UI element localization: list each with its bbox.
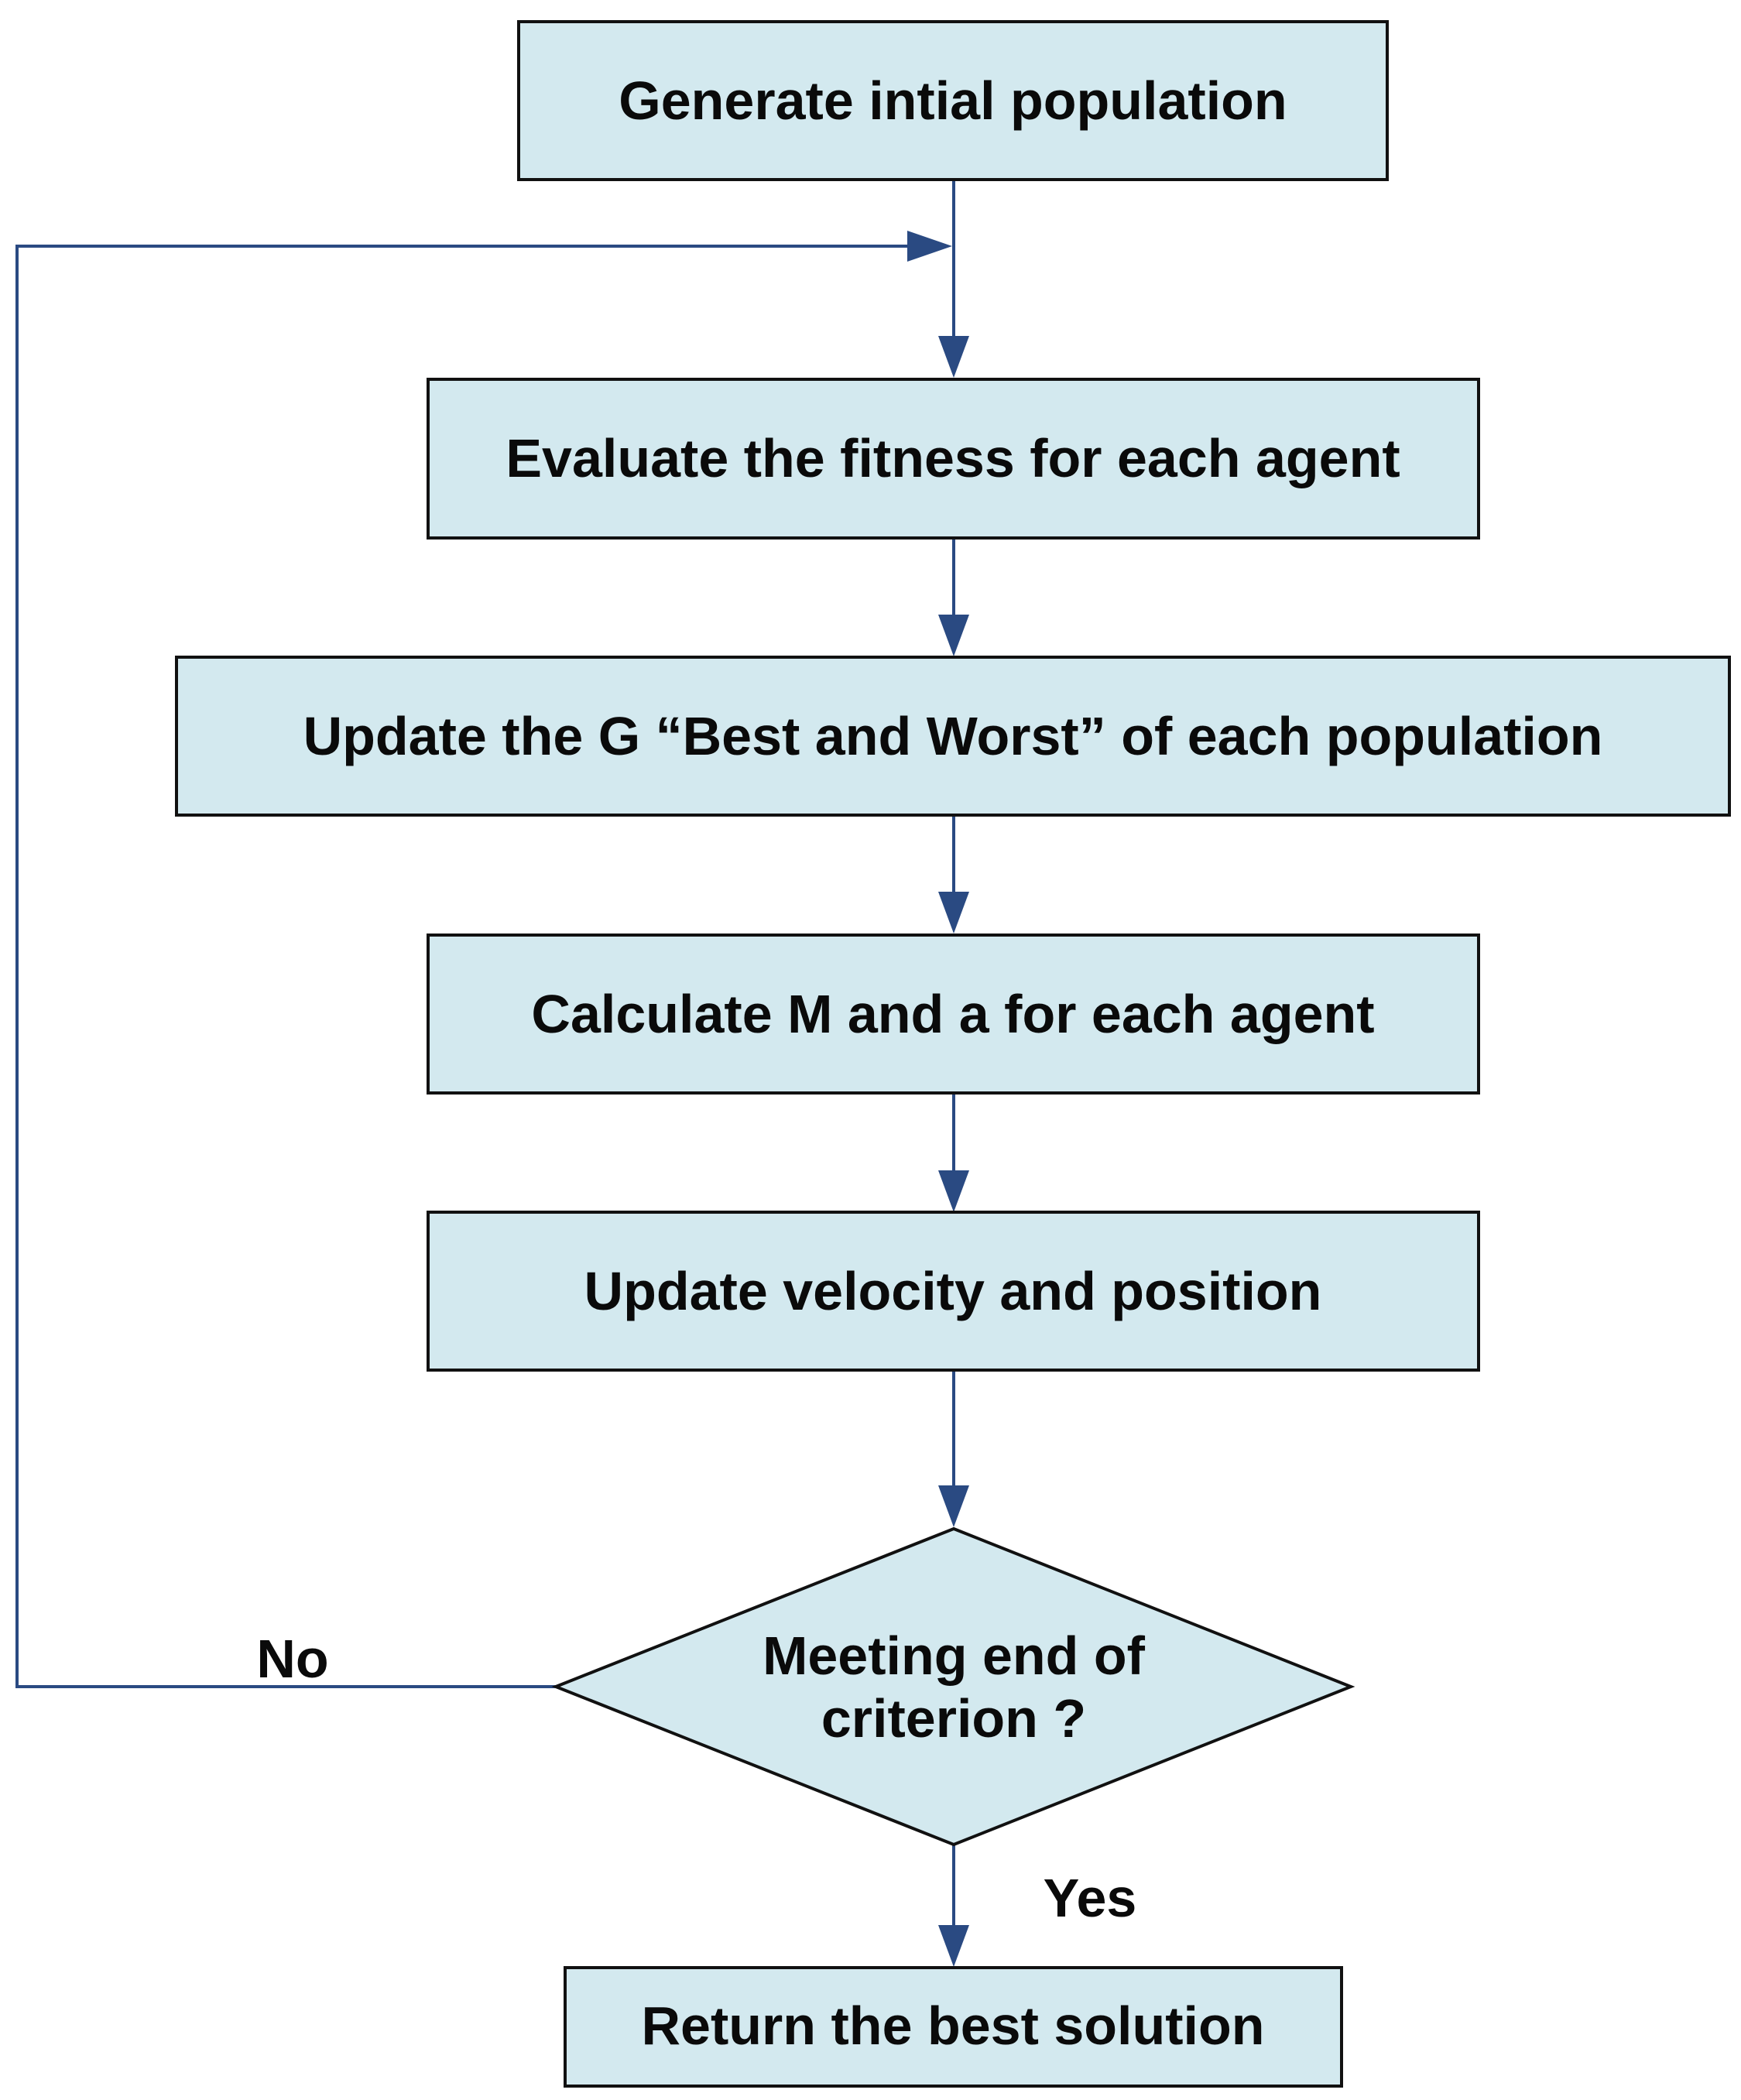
node-update-velocity-label: Update velocity and position (584, 1261, 1322, 1321)
arrowhead-velocity (938, 1170, 969, 1212)
node-calculate: Calculate M and a for each agent (427, 934, 1480, 1095)
arrowhead-return (938, 1925, 969, 1967)
arrowhead-decision (938, 1485, 969, 1527)
arrowhead-update-best-worst (938, 615, 969, 656)
node-generate: Generate intial population (517, 20, 1389, 181)
node-update-best-worst: Update the G “Best and Worst” of each po… (175, 656, 1731, 817)
edge-label-yes: Yes (1044, 1868, 1137, 1928)
arrowhead-loop-back (907, 231, 952, 262)
arrowhead-calculate (938, 892, 969, 934)
node-calculate-label: Calculate M and a for each agent (531, 984, 1374, 1044)
node-evaluate-label: Evaluate the fitness for each agent (506, 428, 1400, 488)
node-decision-label-line1: Meeting end of (763, 1626, 1146, 1686)
node-update-best-worst-label: Update the G “Best and Worst” of each po… (303, 706, 1603, 766)
edge-loop-back (15, 245, 912, 1688)
node-evaluate: Evaluate the fitness for each agent (427, 378, 1480, 540)
node-return-label: Return the best solution (642, 1996, 1265, 2056)
node-return: Return the best solution (564, 1966, 1343, 2088)
node-decision-label-line2: criterion ? (821, 1688, 1086, 1749)
arrowhead-evaluate (938, 336, 969, 378)
node-update-velocity: Update velocity and position (427, 1211, 1480, 1372)
node-generate-label: Generate intial population (619, 70, 1287, 131)
node-decision: Meeting end of criterion ? (551, 1526, 1355, 1847)
edge-label-no: No (256, 1629, 328, 1689)
